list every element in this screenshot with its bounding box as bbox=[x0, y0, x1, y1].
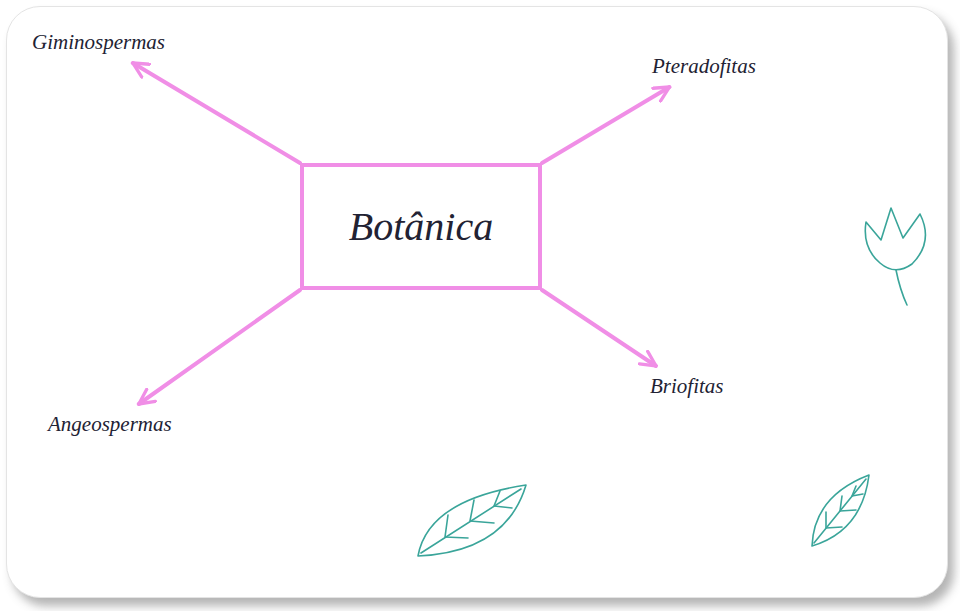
branch-arrow bbox=[139, 290, 300, 404]
paper-card bbox=[6, 6, 948, 598]
branch-topic: Angeospermas bbox=[44, 410, 176, 439]
branch-label: Giminospermas bbox=[32, 30, 165, 54]
branch-topic: Pteradofitas bbox=[648, 52, 760, 81]
branch-label: Pteradofitas bbox=[652, 54, 756, 78]
branch-label: Angeospermas bbox=[48, 412, 172, 436]
branch-label: Briofitas bbox=[650, 374, 724, 398]
topic-box: Botânica bbox=[300, 163, 542, 290]
branch-arrow bbox=[542, 290, 656, 366]
branch-topic: Giminospermas bbox=[28, 28, 169, 57]
branch-arrow bbox=[133, 63, 300, 163]
small-leaf-drawing bbox=[812, 475, 869, 546]
leaf-drawing bbox=[418, 485, 526, 556]
central-title: Botânica bbox=[349, 203, 493, 250]
branch-arrow bbox=[542, 87, 670, 163]
branch-topic: Briofitas bbox=[646, 372, 728, 401]
tulip-drawing bbox=[865, 208, 925, 305]
